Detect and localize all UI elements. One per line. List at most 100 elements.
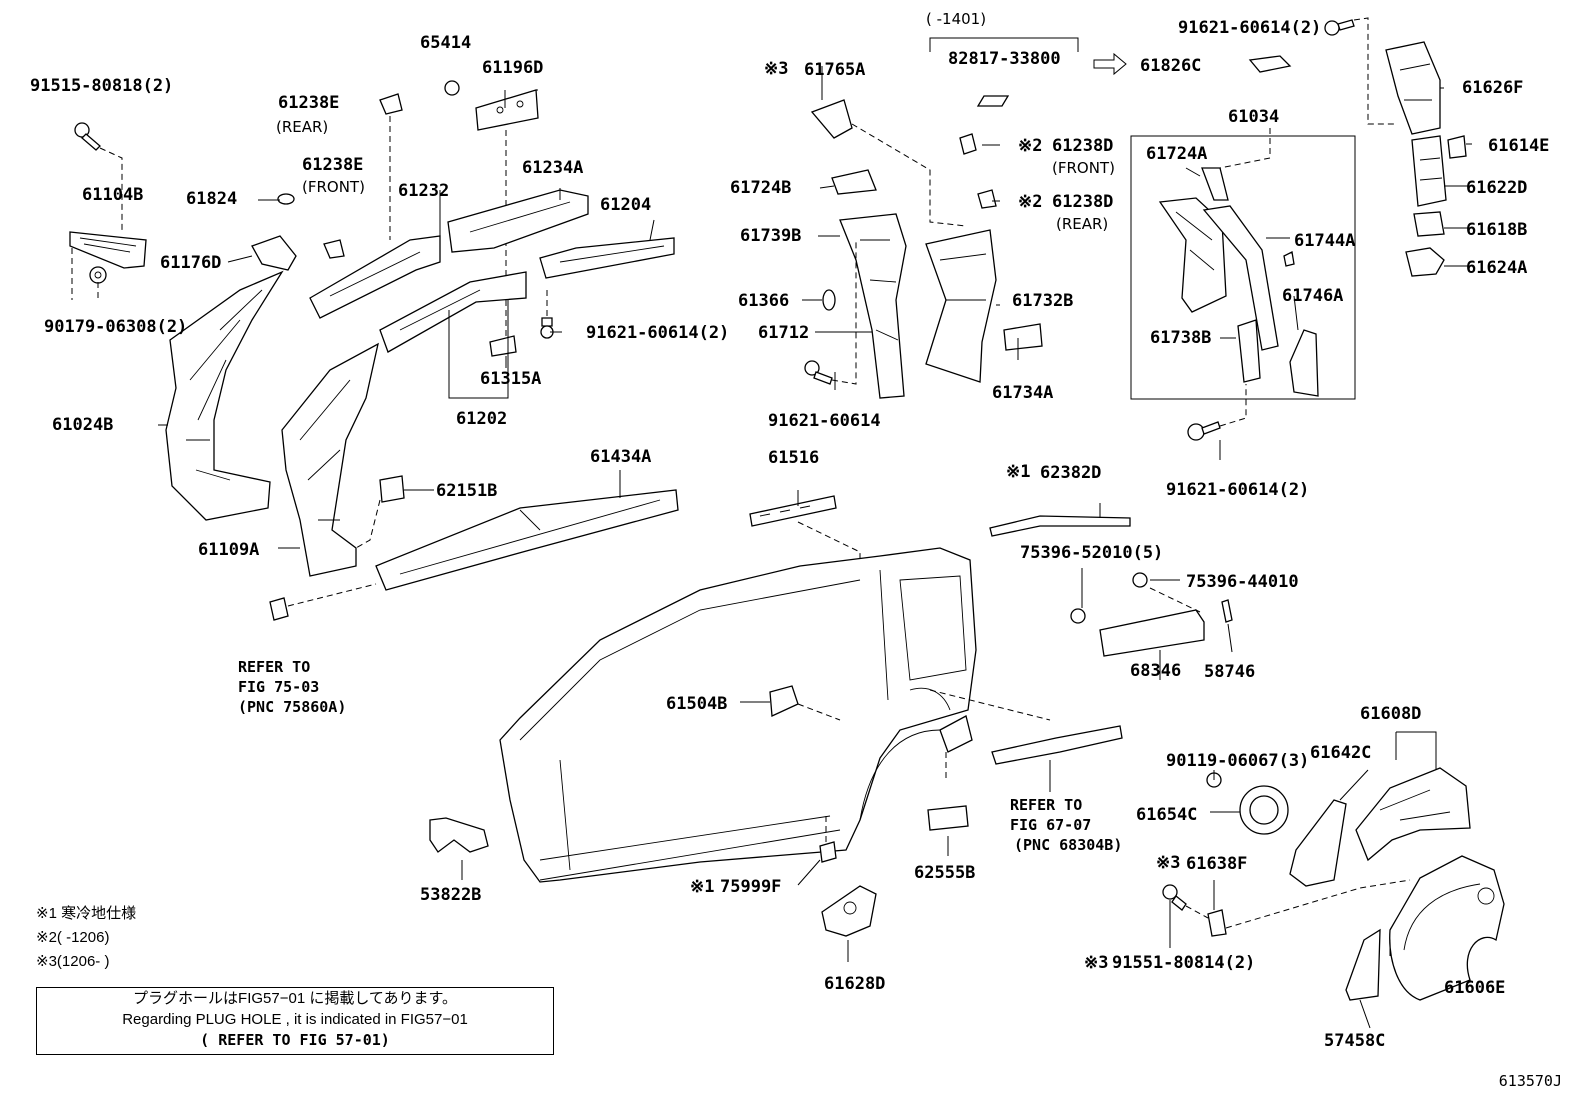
- block-62555B: [927, 805, 969, 831]
- part-label: 90119-06067(3): [1166, 751, 1309, 771]
- legend-text: ( -1206): [56, 929, 110, 946]
- part-label: 61724B: [730, 178, 791, 198]
- weatherstrip-62382D: [989, 515, 1131, 537]
- part-label: 61238D: [1052, 192, 1113, 212]
- reference-line: FIG 67-07: [1010, 816, 1091, 834]
- part-label: 91621-60614(2): [1166, 480, 1309, 500]
- bracket-61176D: [251, 235, 297, 271]
- part-label: 91621-60614(2): [1178, 18, 1321, 38]
- bracket-53822B: [429, 817, 489, 853]
- bracket-61315A: [489, 335, 517, 357]
- reinforcement-61234A: [447, 189, 589, 253]
- part-label: 61642C: [1310, 743, 1371, 763]
- figure-id: 613570J: [1498, 1072, 1562, 1090]
- part-label: 75396-52010(5): [1020, 543, 1163, 563]
- plate-61196D: [475, 89, 539, 131]
- panel-61642C: [1289, 799, 1347, 887]
- patch-75999F: [819, 841, 837, 863]
- bracket-61238D-front: [959, 133, 977, 155]
- moulding-68346: [1099, 609, 1205, 657]
- part-label: 65414: [420, 33, 471, 53]
- plug-hole-note: プラグホールはFIG57−01 に掲載してあります。 Regarding PLU…: [36, 987, 554, 1055]
- bracket-61104B: [69, 231, 147, 269]
- group-box-61034: [1130, 135, 1356, 400]
- bracket-61724A-small: [1201, 167, 1229, 201]
- pillar-61732B: [925, 229, 997, 383]
- bracket-61765A: [810, 99, 853, 139]
- grommet-61366: [822, 289, 836, 311]
- bolt-91515: [74, 122, 101, 151]
- wheelhouse-61608D: [1355, 767, 1471, 862]
- part-note: (FRONT): [302, 178, 365, 196]
- part-label: 91621-60614: [768, 411, 881, 431]
- clip-61638F: [1207, 909, 1227, 937]
- pillar-61626F: [1385, 41, 1441, 135]
- part-label: 58746: [1204, 662, 1255, 682]
- reference-line: (PNC 68304B): [1014, 836, 1122, 854]
- leader-61034: [1219, 128, 1271, 169]
- bracket-61618B: [1413, 211, 1445, 237]
- clip-65414: [444, 80, 460, 96]
- part-label: 68346: [1130, 661, 1181, 681]
- part-label: 90179-06308(2): [44, 317, 187, 337]
- panel-61738B: [1237, 319, 1261, 383]
- part-label: 82817-33800: [948, 49, 1061, 69]
- part-label: 61618B: [1466, 220, 1527, 240]
- legend-mark: ※2: [36, 929, 57, 946]
- part-label: 61724A: [1146, 144, 1207, 164]
- panel-61724A: [1158, 197, 1227, 313]
- part-label: 61826C: [1140, 56, 1201, 76]
- nut-90179: [89, 266, 107, 284]
- part-label: 61196D: [482, 58, 543, 78]
- part-note: (REAR): [1056, 215, 1108, 233]
- reference-line: REFER TO: [238, 658, 310, 676]
- bracket-61628D: [821, 885, 877, 937]
- legend-text: 寒冷地仕様: [61, 905, 137, 922]
- part-label: ※2: [1018, 136, 1042, 156]
- reference-line: REFER TO: [1010, 796, 1082, 814]
- part-label: 61176D: [160, 253, 221, 273]
- part-label: 61824: [186, 189, 237, 209]
- note-line-english: Regarding PLUG HOLE , it is indicated in…: [122, 1011, 468, 1028]
- part-label: 61626F: [1462, 78, 1523, 98]
- grommet-61824: [277, 193, 295, 205]
- part-label: 61104B: [82, 185, 143, 205]
- panel-61746A: [1289, 329, 1319, 397]
- part-label: ※3: [764, 59, 788, 79]
- bracket-61724B: [831, 169, 877, 195]
- part-label: 61628D: [824, 974, 885, 994]
- plate-61734A: [1003, 323, 1043, 351]
- arrow-to-61826C: [1093, 52, 1127, 76]
- part-note: (REAR): [276, 118, 328, 136]
- part-label: 91515-80818(2): [30, 76, 173, 96]
- leader-to-68304B: [929, 689, 1051, 721]
- part-label: 61034: [1228, 107, 1279, 127]
- leader-62151B: [355, 499, 381, 549]
- legend-row-3: ※3(1206- ): [36, 950, 196, 974]
- bracket-near-wheelhouse: [939, 715, 973, 753]
- label-82817: [976, 95, 1010, 107]
- part-label: 61608D: [1360, 704, 1421, 724]
- leaders: [158, 66, 1472, 1029]
- legend: ※1 寒冷地仕様 ※2( -1206) ※3(1206- ): [36, 902, 196, 974]
- part-label: 91551-80814(2): [1112, 953, 1255, 973]
- part-label: 61238E: [302, 155, 363, 175]
- part-label: 61024B: [52, 415, 113, 435]
- part-label: 75396-44010: [1186, 572, 1299, 592]
- bolt-91621-c: [1187, 421, 1221, 441]
- legend-row-2: ※2( -1206): [36, 926, 196, 950]
- part-label: 61734A: [992, 383, 1053, 403]
- strip-61516: [749, 495, 837, 527]
- part-label: 61202: [456, 409, 507, 429]
- bracket-61624A: [1405, 247, 1445, 277]
- part-label: 61366: [738, 291, 789, 311]
- moulding-ref-68304B: [991, 725, 1123, 765]
- note-line-japanese: プラグホールはFIG57−01 に掲載してあります。: [133, 990, 457, 1007]
- part-label: 61238D: [1052, 136, 1113, 156]
- leader-nut-90179: [71, 248, 99, 300]
- part-label: 61315A: [480, 369, 541, 389]
- leader-bolt-91515: [99, 147, 123, 230]
- clip-58746: [1221, 599, 1233, 623]
- block-62151B: [379, 475, 405, 503]
